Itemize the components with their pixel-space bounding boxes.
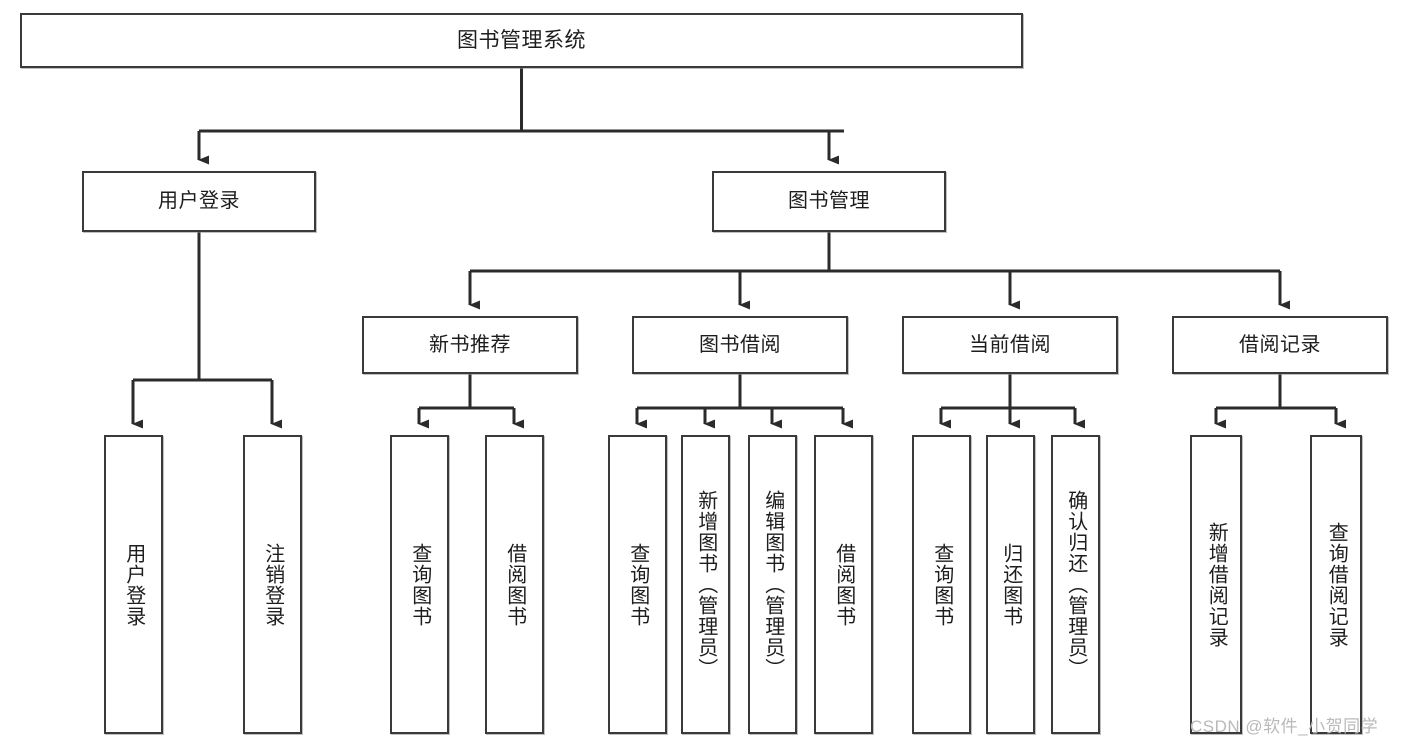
- node-root-book-management-system[interactable]: 图书管理系统: [20, 13, 1023, 68]
- node-label: 用户登录: [158, 190, 240, 213]
- node-leaf-return-book[interactable]: 归还图书: [986, 435, 1035, 734]
- node-leaf-query-borrow-record[interactable]: 查询借阅记录: [1310, 435, 1362, 734]
- edges-current-borrow-to-leaves: [939, 374, 1085, 429]
- node-leaf-logout[interactable]: 注销登录: [243, 435, 302, 734]
- node-book-borrowing[interactable]: 图书借阅: [632, 316, 848, 374]
- node-label: 借阅图书: [832, 542, 855, 627]
- node-label: 查询图书: [408, 542, 431, 627]
- node-label: 借阅记录: [1239, 333, 1321, 356]
- node-borrowing-record[interactable]: 借阅记录: [1172, 316, 1388, 374]
- node-label: 用户登录: [122, 542, 145, 627]
- node-leaf-query-book-current[interactable]: 查询图书: [912, 435, 971, 734]
- node-label: 查询借阅记录: [1325, 521, 1348, 648]
- node-leaf-query-book-new-rec[interactable]: 查询图书: [390, 435, 449, 734]
- node-new-book-recommendation[interactable]: 新书推荐: [362, 316, 578, 374]
- node-leaf-query-book-borrowing[interactable]: 查询图书: [608, 435, 667, 734]
- node-label: 新书推荐: [429, 333, 511, 356]
- node-label: 借阅图书: [503, 542, 526, 627]
- node-leaf-confirm-return-admin[interactable]: 确认归还（管理员）: [1051, 435, 1100, 734]
- edges-borrow-record-to-leaves: [1214, 374, 1346, 429]
- node-label: 当前借阅: [969, 333, 1051, 356]
- node-leaf-edit-book-admin[interactable]: 编辑图书（管理员）: [748, 435, 797, 734]
- node-label: 注销登录: [261, 542, 284, 627]
- node-label: 查询图书: [930, 542, 953, 627]
- node-label: 新增借阅记录: [1205, 521, 1228, 648]
- node-leaf-borrow-book-borrowing[interactable]: 借阅图书: [814, 435, 873, 734]
- node-leaf-borrow-book-new-rec[interactable]: 借阅图书: [485, 435, 544, 734]
- node-label: 确认归还（管理员）: [1064, 490, 1087, 679]
- edges-book-borrow-to-leaves: [635, 374, 853, 429]
- node-leaf-add-book-admin[interactable]: 新增图书（管理员）: [681, 435, 730, 734]
- node-leaf-add-borrow-record[interactable]: 新增借阅记录: [1190, 435, 1242, 734]
- node-label: 查询图书: [626, 542, 649, 627]
- watermark-credit: CSDN @软件_小贺同学: [1190, 717, 1379, 736]
- node-label: 图书管理: [788, 190, 870, 213]
- node-label: 编辑图书（管理员）: [761, 490, 784, 679]
- node-label: 新增图书（管理员）: [694, 490, 717, 679]
- node-user-login[interactable]: 用户登录: [82, 171, 316, 232]
- node-label: 归还图书: [999, 542, 1022, 627]
- edges-root-to-level2: [197, 68, 844, 165]
- edges-new-book-rec-to-leaves: [417, 374, 524, 429]
- edges-book-mgmt-to-level3: [468, 232, 1290, 310]
- edges-user-login-to-leaves: [131, 232, 282, 429]
- node-book-management[interactable]: 图书管理: [712, 171, 946, 232]
- node-label: 图书借阅: [699, 333, 781, 356]
- node-leaf-user-login[interactable]: 用户登录: [104, 435, 163, 734]
- node-current-borrowing[interactable]: 当前借阅: [902, 316, 1118, 374]
- node-label: 图书管理系统: [457, 28, 586, 52]
